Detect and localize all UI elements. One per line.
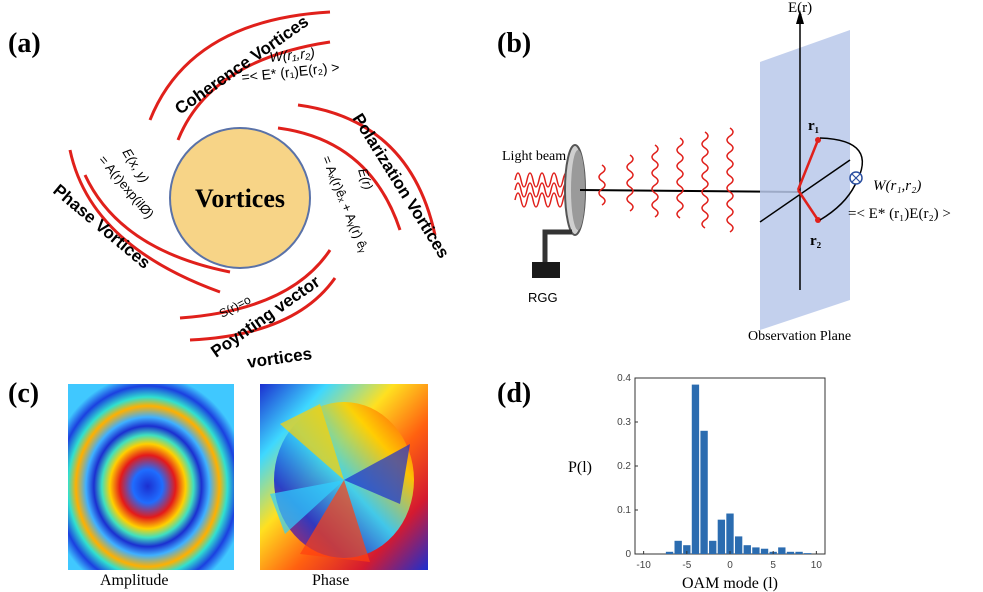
b-eq1: W(r₁,r₂) — [873, 178, 921, 194]
histogram-bar — [752, 547, 760, 554]
x-tick-label: 10 — [811, 560, 823, 571]
amplitude-caption: Amplitude — [100, 572, 169, 589]
r1-label: r₁ — [808, 118, 819, 134]
panel-d-label: (d) — [497, 378, 532, 409]
phase-image — [260, 384, 428, 570]
polarization-arc-outer — [297, 103, 437, 236]
y-axis-label: P(l) — [568, 459, 592, 476]
y-tick-label: 0.2 — [617, 461, 631, 472]
vortices-center-label: Vortices — [195, 184, 285, 213]
histogram-bar — [700, 430, 708, 554]
histogram-bar — [717, 519, 726, 554]
axis-label: E(r) — [788, 0, 812, 16]
histogram-bar — [743, 545, 751, 554]
x-tick-label: 0 — [727, 560, 733, 571]
vortices-diagram: Vortices Coherence Vortices W(r₁,r₂) =< … — [49, 10, 453, 370]
histogram-bar — [760, 548, 769, 554]
panel-c-label: (c) — [8, 378, 40, 409]
oam-histogram: -10 -5 0 5 10 0 0.1 0.2 0.3 0.4 OAM mode (l) P(l) — [568, 373, 826, 592]
histogram-bar — [691, 384, 700, 554]
coherence-arc-outer — [148, 10, 331, 121]
r2-vector — [796, 189, 820, 221]
phase-arc-outer — [68, 149, 221, 294]
rgg-base — [532, 262, 560, 278]
y-tick-label: 0.1 — [617, 505, 631, 516]
setup-diagram: Light beam RGG Observation Plane E(r) r₁… — [502, 0, 951, 344]
poynting-title-2: vortices — [246, 344, 313, 370]
x-axis-label: OAM mode (l) — [682, 575, 778, 592]
scattered-waves — [598, 127, 734, 233]
panel-b-label: (b) — [497, 28, 532, 59]
histogram-bar — [683, 545, 691, 554]
poynting-arc-inner — [179, 249, 332, 320]
y-tick-label: 0.4 — [617, 373, 631, 384]
histogram-bar — [674, 540, 682, 554]
b-eq2: =< E* (r₁)E(r₂) > — [848, 206, 951, 222]
histogram-bar — [795, 551, 803, 554]
coherence-eq1: W(r₁,r₂) — [269, 44, 316, 65]
histogram-bar — [734, 536, 743, 554]
r2-label: r₂ — [810, 233, 822, 249]
observation-plane-label: Observation Plane — [748, 329, 851, 344]
rgg-stand — [542, 229, 572, 262]
y-tick-label: 0 — [625, 549, 631, 560]
histogram-bar — [665, 551, 674, 554]
polarization-arc-inner — [277, 126, 402, 231]
coherence-arc-inner — [176, 40, 331, 141]
rgg-label: RGG — [528, 290, 558, 305]
x-tick-label: -5 — [682, 560, 691, 571]
histogram-bar — [709, 540, 717, 554]
polarization-eq1: E(r) — [355, 166, 376, 191]
histogram-bar — [804, 553, 812, 554]
r1-vector — [796, 139, 820, 191]
x-tick-label: -10 — [636, 560, 651, 571]
y-tick-label: 0.3 — [617, 417, 631, 428]
histogram-bar — [786, 551, 795, 554]
phase-arc-inner — [83, 174, 231, 274]
histogram-bar — [778, 547, 786, 554]
phase-caption: Phase — [312, 572, 350, 589]
poynting-arc-outer — [189, 277, 337, 342]
panel-a-label: (a) — [8, 28, 41, 59]
light-beam-label: Light beam — [502, 149, 566, 164]
vortices-circle — [169, 127, 311, 269]
observation-plane — [760, 30, 850, 330]
histogram-bar — [726, 513, 734, 554]
amplitude-image — [68, 384, 234, 570]
x-tick-label: 5 — [770, 560, 776, 571]
